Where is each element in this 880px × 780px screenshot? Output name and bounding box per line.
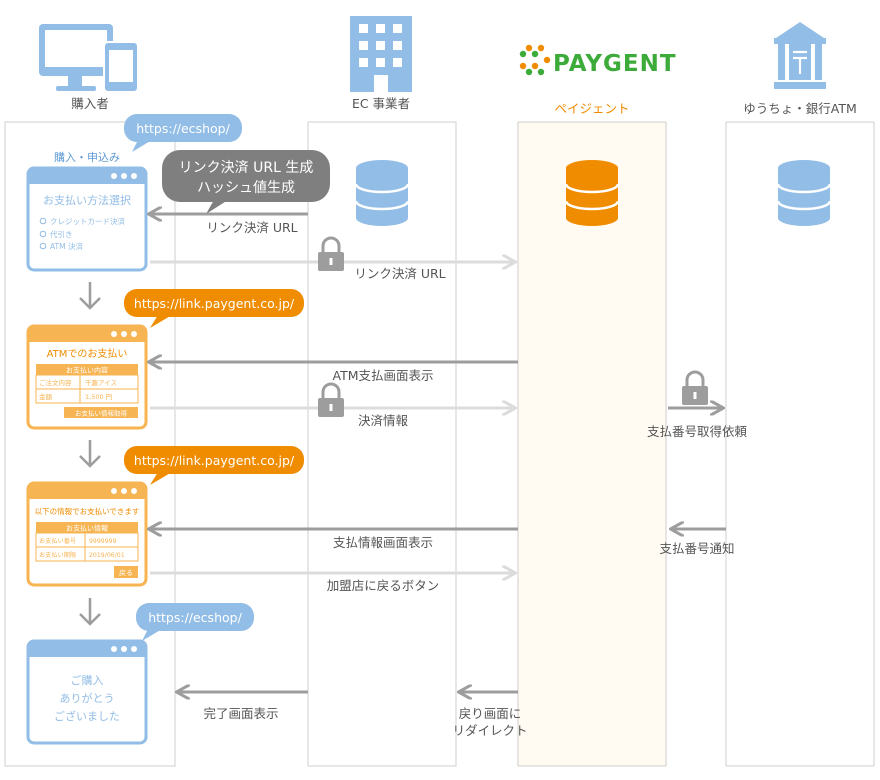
building-icon [350,16,412,92]
screen4-line3: ございました [54,709,120,723]
screen3-row1-label: お支払い番号 [39,537,76,545]
screen2-title: ATMでのお支払い [47,347,128,360]
screen2-row1-value: 千趣アイス [85,378,117,387]
paygent-logo-icon [519,44,551,76]
msg-payinfo-screen: 支払情報画面表示 [333,535,433,550]
screen1-option-credit: クレジットカード決済 [50,216,125,226]
msg-number-notice: 支払番号通知 [659,541,734,556]
screen2-button-label: お支払い情報取得 [75,409,128,418]
screen3-button-label: 戻る [119,568,133,577]
screen3-row2-label: お支払い期限 [39,551,76,559]
bank-database-icon [776,160,832,226]
screen3-row2-value: 2019/06/01 [89,552,125,559]
screen-payment-method: お支払い方法選択 クレジットカード決済 代引き ATM 決済 [26,166,148,272]
screen4-line2: ありがとう [60,691,115,705]
ec-note-line1: リンク決済 URL 生成 [179,160,314,176]
msg-complete-screen: 完了画面表示 [203,706,278,721]
screen1-caption: 購入・申込み [54,150,120,164]
url-bubble-text: https://link.paygent.co.jp/ [134,296,295,311]
msg-redirect-line2: リダイレクト [452,723,527,738]
lane-bank [725,121,875,767]
screen3-row1-value: 9999999 [89,538,117,545]
smartphone-icon [103,41,139,93]
msg-payment-info: 決済情報 [358,413,409,428]
computer-icon [39,24,113,91]
screen1-option-cod: 代引き [50,229,73,239]
url-bubble-text: https://ecshop/ [148,610,242,625]
screen2-row2-value: 1,500 円 [85,393,112,401]
actor-paygent-label: ペイジェント [554,101,629,116]
screen2-get-info-button [64,407,138,418]
url-bubble-paygent-1: https://link.paygent.co.jp/ [124,289,304,328]
actor-bank-label: ゆうちょ・銀行ATM [743,101,857,116]
screen3-title: 以下の情報でお支払いできます [35,506,140,516]
msg-redirect-line1: 戻り画面に [459,706,522,721]
ec-note-line2: ハッシュ値生成 [197,180,295,196]
msg-atm-screen: ATM支払画面表示 [332,368,433,383]
lock-icon [318,236,344,271]
screen2-row1-label: ご注文内容 [39,378,72,387]
screen3-table-header: お支払い情報 [66,524,108,533]
msg-link-url-2: リンク決済 URL [354,266,445,281]
screen2-table-header: お支払い内容 [66,366,108,375]
screen4-line1: ご購入 [71,673,104,687]
url-bubble-text: https://ecshop/ [136,121,230,136]
msg-link-url-1: リンク決済 URL [206,220,297,235]
url-bubble-ecshop-1: https://ecshop/ [124,114,242,152]
screen-atm-payment: ATMでのお支払い お支払い内容 ご注文内容 千趣アイス 金額 1,500 円 … [26,324,148,430]
screen-payment-info: 以下の情報でお支払いできます お支払い情報 お支払い番号 9999999 お支払… [26,481,148,587]
ec-processing-note: リンク決済 URL 生成 ハッシュ値生成 [162,150,330,214]
screen3-back-button [114,566,138,578]
url-bubble-text: https://link.paygent.co.jp/ [134,453,295,468]
screen-thank-you: ご購入 ありがとう ございました [26,639,148,745]
flow-down-arrow [79,282,101,310]
paygent-database-icon [564,160,620,226]
url-bubble-paygent-2: https://link.paygent.co.jp/ [124,446,304,485]
lane-paygent [517,121,667,767]
actor-ec-label: EC 事業者 [352,96,410,111]
screen1-title: お支払い方法選択 [43,193,131,207]
lock-icon [318,382,344,417]
url-bubble-ecshop-2: https://ecshop/ [136,603,254,641]
msg-return-button: 加盟店に戻るボタン [327,578,440,593]
lock-icon [682,370,708,405]
flow-down-arrow [79,598,101,626]
bank-icon [774,22,826,89]
paygent-logo-text: PAYGENT [553,51,677,77]
flow-down-arrow [79,440,101,468]
ec-database-icon [354,160,410,226]
msg-number-request: 支払番号取得依頼 [647,424,748,439]
lane-ec [307,121,457,767]
screen1-option-atm: ATM 決済 [50,241,83,251]
screen2-row2-label: 金額 [39,392,53,401]
actor-buyer-label: 購入者 [71,96,109,111]
